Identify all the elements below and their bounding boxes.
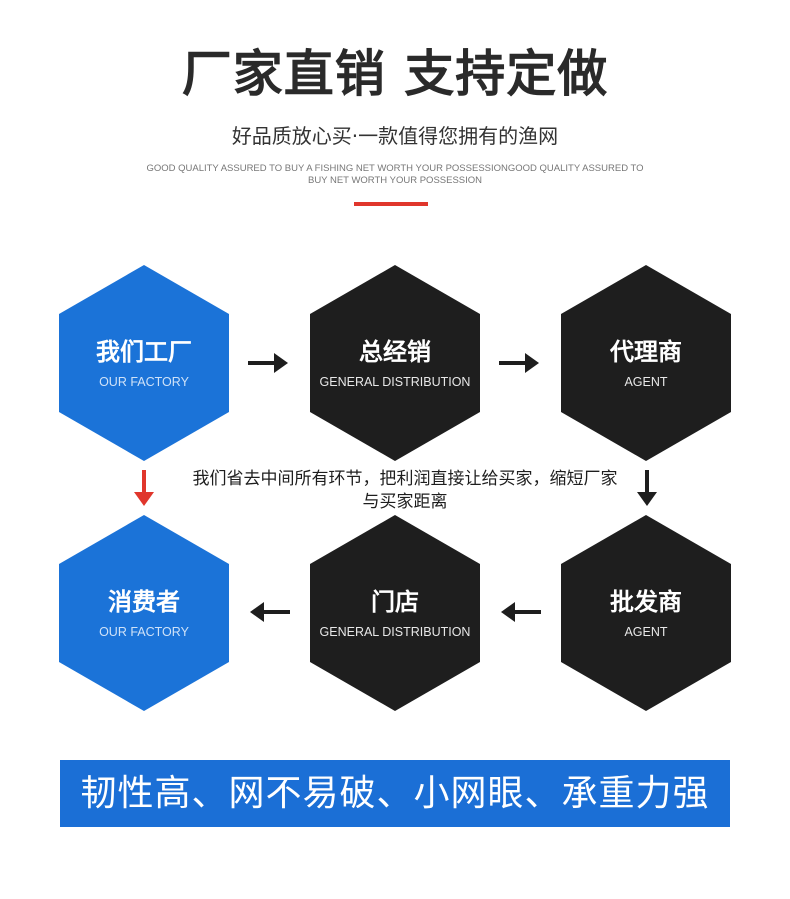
hex-subtitle: OUR FACTORY bbox=[99, 625, 189, 639]
feature-banner: 韧性高、网不易破、小网眼、承重力强 bbox=[60, 760, 730, 827]
page-title: 厂家直销 支持定做 bbox=[181, 45, 609, 103]
flow-description: 我们省去中间所有环节，把利润直接让给买家，缩短厂家与买家距离 bbox=[192, 469, 618, 512]
page-subtitle: 好品质放心买·一款值得您拥有的渔网 bbox=[231, 124, 559, 148]
arrow-down-icon bbox=[637, 470, 657, 506]
arrow-left-icon bbox=[501, 602, 541, 622]
hex-subtitle: OUR FACTORY bbox=[99, 375, 189, 389]
hex-our-factory: 我们工厂 OUR FACTORY bbox=[59, 265, 229, 461]
hex-title: 我们工厂 bbox=[96, 338, 192, 366]
arrow-left-icon bbox=[250, 602, 290, 622]
hex-title: 代理商 bbox=[610, 338, 682, 366]
hex-title: 门店 bbox=[371, 588, 419, 616]
hex-title: 消费者 bbox=[108, 588, 180, 616]
arrow-right-icon bbox=[248, 353, 288, 373]
banner-text: 韧性高、网不易破、小网眼、承重力强 bbox=[80, 772, 710, 814]
hex-wholesaler: 批发商 AGENT bbox=[561, 515, 731, 711]
arrow-down-red-icon bbox=[134, 470, 154, 506]
hex-general-distribution: 总经销 GENERAL DISTRIBUTION bbox=[310, 265, 480, 461]
title-divider bbox=[354, 202, 428, 206]
english-tagline: GOOD QUALITY ASSURED TO BUY A FISHING NE… bbox=[146, 163, 644, 186]
hex-subtitle: AGENT bbox=[624, 625, 668, 639]
hex-subtitle: AGENT bbox=[624, 375, 668, 389]
hex-store: 门店 GENERAL DISTRIBUTION bbox=[310, 515, 480, 711]
hex-subtitle: GENERAL DISTRIBUTION bbox=[319, 375, 471, 389]
hex-title: 总经销 bbox=[359, 338, 431, 366]
hex-subtitle: GENERAL DISTRIBUTION bbox=[319, 625, 471, 639]
arrow-right-icon bbox=[499, 353, 539, 373]
hex-consumer: 消费者 OUR FACTORY bbox=[59, 515, 229, 711]
hex-title: 批发商 bbox=[610, 588, 682, 616]
hex-agent: 代理商 AGENT bbox=[561, 265, 731, 461]
